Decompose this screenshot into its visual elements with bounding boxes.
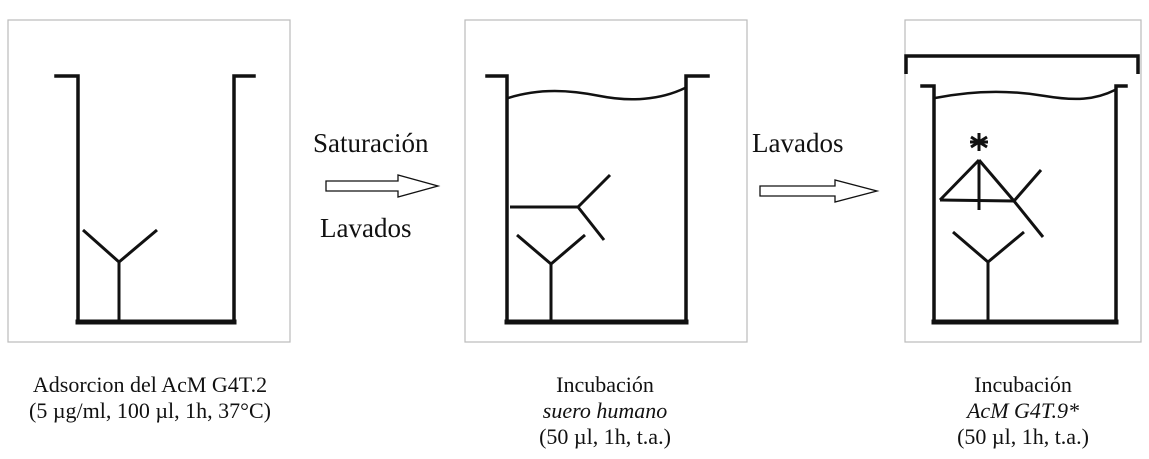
arrow-1-bottom-label: Lavados <box>320 213 412 243</box>
step-1-caption: Adsorcion del AcM G4T.2 (5 µg/ml, 100 µl… <box>0 372 300 424</box>
human-serum-antibody-2 <box>510 173 612 241</box>
arrow-1-top-label: Saturación <box>313 128 429 158</box>
detection-antibody-3 <box>938 158 1016 210</box>
well-3 <box>920 84 1128 325</box>
panel-1-frame <box>7 19 291 343</box>
step-3-caption: Incubación AcM G4T.9* (50 µl, 1h, t.a.) <box>873 372 1149 450</box>
panel-3-frame <box>904 19 1142 343</box>
capture-antibody-1 <box>82 228 158 322</box>
panel-3 <box>904 19 1142 343</box>
step-2-caption-line-3: (50 µl, 1h, t.a.) <box>539 424 671 449</box>
panel-2-frame <box>464 19 748 343</box>
human-serum-antibody-3 <box>1012 169 1045 238</box>
arrow-2-top-label: Lavados <box>752 128 844 158</box>
step-3-caption-line-3: (50 µl, 1h, t.a.) <box>957 424 1089 449</box>
step-1-caption-line-1: Adsorcion del AcM G4T.2 <box>32 372 268 397</box>
panel-1 <box>7 19 291 343</box>
liquid-surface-2 <box>507 86 686 101</box>
step-3-caption-line-2: AcM G4T.9* <box>966 398 1080 423</box>
panel-2 <box>464 19 748 343</box>
arrow-2 <box>759 179 880 203</box>
step-2-caption: Incubación suero humano (50 µl, 1h, t.a.… <box>455 372 755 450</box>
well-2 <box>485 74 710 325</box>
step-2-caption-line-2: suero humano <box>542 398 668 423</box>
liquid-surface-3 <box>934 88 1116 101</box>
step-2-caption-line-1: Incubación <box>556 372 654 397</box>
arrow-1 <box>325 174 441 198</box>
capture-antibody-2 <box>516 233 586 322</box>
well-1 <box>54 74 256 325</box>
step-1-caption-line-2: (5 µg/ml, 100 µl, 1h, 37°C) <box>29 398 271 423</box>
step-3-caption-line-1: Incubación <box>974 372 1072 397</box>
plate-cover-3 <box>904 54 1140 74</box>
enzyme-label-asterisk-3 <box>970 133 988 151</box>
capture-antibody-3 <box>952 230 1025 322</box>
